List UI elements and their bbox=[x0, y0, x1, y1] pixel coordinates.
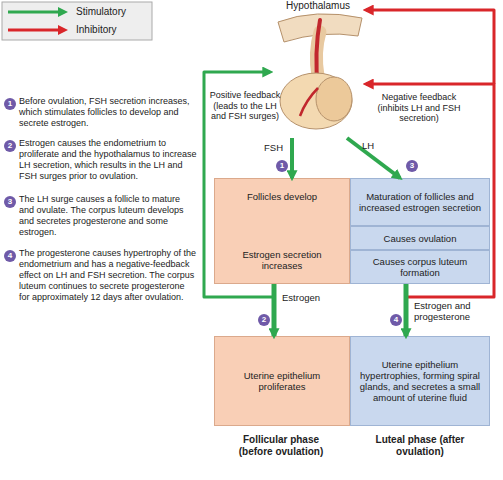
connector bbox=[292, 138, 293, 178]
node-text: Follicles develop bbox=[247, 191, 317, 202]
connector bbox=[274, 284, 275, 336]
process-box: Uterine epithelium hypertrophies, formin… bbox=[350, 336, 490, 426]
node-text: Causes ovulation bbox=[384, 233, 457, 244]
connector-line bbox=[272, 284, 277, 336]
connector-line bbox=[290, 138, 294, 178]
process-box: Causes ovulation bbox=[350, 226, 490, 250]
process-box: Causes corpus luteum formation bbox=[350, 250, 490, 284]
process-box: Uterine epithelium proliferates bbox=[214, 336, 350, 426]
node-text: Uterine epithelium proliferates bbox=[221, 370, 343, 392]
note-text: The LH surge causes a follicle to mature… bbox=[19, 194, 197, 238]
edge-label: Estrogen bbox=[282, 292, 320, 303]
posterior-pituitary bbox=[316, 77, 352, 121]
node-text: Causes corpus luteum formation bbox=[357, 256, 483, 278]
note-text: Before ovulation, FSH secretion increase… bbox=[19, 96, 197, 129]
node-text: Maturation of follicles and increased es… bbox=[357, 191, 483, 213]
callout-number: 1 bbox=[4, 98, 16, 110]
callout-number: 4 bbox=[390, 314, 402, 326]
node-text: Uterine epithelium hypertrophies, formin… bbox=[357, 359, 483, 403]
connector-line bbox=[347, 138, 400, 178]
legend-box bbox=[2, 2, 152, 40]
legend-green-head bbox=[58, 7, 68, 17]
pituitary-illustration bbox=[278, 14, 362, 129]
node-text: Hypothalamus bbox=[286, 0, 350, 12]
callout-number: 2 bbox=[258, 314, 270, 326]
process-box: Maturation of follicles and increased es… bbox=[350, 178, 490, 226]
edge-label: LH bbox=[362, 140, 374, 151]
connector bbox=[406, 284, 407, 336]
callout-number: 4 bbox=[4, 250, 16, 262]
edge-label: Estrogen and progesterone bbox=[414, 300, 490, 322]
legend-text: Stimulatory bbox=[76, 6, 126, 18]
callout-number: 2 bbox=[4, 140, 16, 152]
feedback-note: Negative feedback (inhibits LH and FSH s… bbox=[372, 92, 466, 124]
connector-line bbox=[366, 10, 494, 84]
connector bbox=[347, 138, 400, 178]
node-text: Estrogen secretion increases bbox=[221, 249, 343, 271]
note-text: The progesterone causes hypertrophy of t… bbox=[19, 248, 197, 303]
feedback-note: Positive feedback (leads to the LH and F… bbox=[208, 90, 282, 122]
legend-red-arrow bbox=[8, 29, 60, 32]
legend-text: Inhibitory bbox=[76, 24, 117, 36]
callout-number: 3 bbox=[4, 196, 16, 208]
legend-red-head bbox=[58, 25, 68, 35]
callout-number: 3 bbox=[406, 160, 418, 172]
legend-green-arrow bbox=[8, 11, 60, 14]
callout-number: 1 bbox=[276, 160, 288, 172]
capillary bbox=[300, 88, 318, 116]
process-box: Follicles developEstrogen secretion incr… bbox=[214, 178, 350, 284]
note-text: Estrogen causes the endometrium to proli… bbox=[19, 138, 197, 182]
phase-label: Follicular phase (before ovulation) bbox=[226, 434, 336, 458]
pituitary-node: Hypothalamus bbox=[270, 0, 366, 138]
connector-line bbox=[404, 284, 409, 336]
phase-label: Luteal phase (after ovulation) bbox=[370, 434, 470, 458]
edge-label: FSH bbox=[264, 142, 283, 153]
anterior-pituitary bbox=[280, 73, 352, 129]
